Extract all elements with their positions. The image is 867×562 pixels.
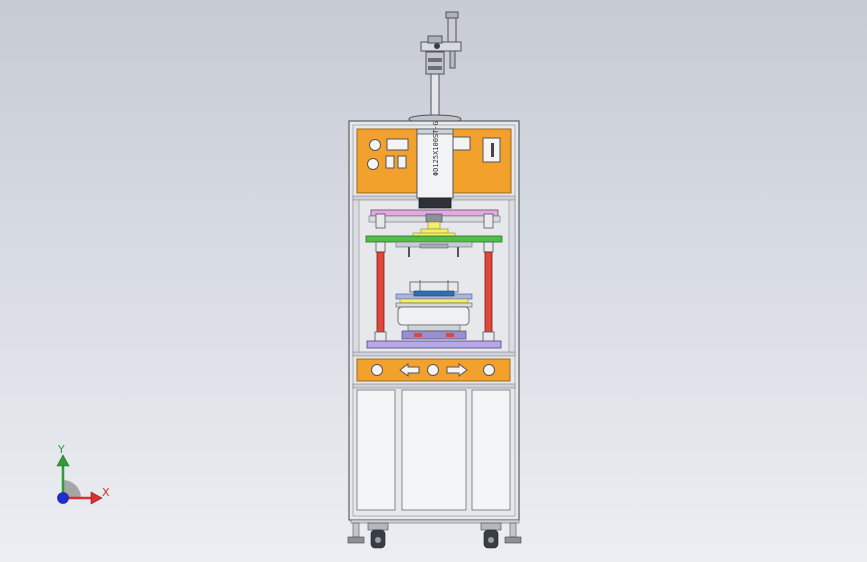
gauge-window [452, 136, 471, 151]
switch-left [385, 155, 395, 169]
control-panel-lower [356, 358, 511, 382]
z-axis-marker [57, 492, 69, 504]
cylinder-top-assembly [408, 11, 462, 124]
upper-platen [368, 209, 501, 229]
coordinate-triad [56, 454, 103, 505]
start-button-left [371, 364, 383, 376]
y-axis-label: Y [58, 443, 65, 456]
display-window [386, 138, 409, 151]
lower-tooling [395, 280, 473, 340]
cylinder-label: ΦD125X100ST-G [432, 121, 440, 176]
base-plate [366, 340, 502, 349]
casters [347, 519, 522, 549]
x-axis-label: X [102, 486, 110, 499]
pneumatic-cylinder: ΦD125X100ST-G [416, 121, 454, 209]
moving-platen [365, 235, 503, 257]
arrow-right-icon [446, 363, 468, 377]
switch-right [397, 155, 407, 169]
indicator-light [369, 139, 381, 151]
button-circle [367, 158, 379, 170]
center-button [427, 364, 439, 376]
arrow-left-icon [399, 363, 420, 377]
cabinet-doors [356, 389, 511, 511]
start-button-right [483, 364, 495, 376]
guide-columns [374, 241, 495, 344]
upper-die [412, 221, 456, 238]
